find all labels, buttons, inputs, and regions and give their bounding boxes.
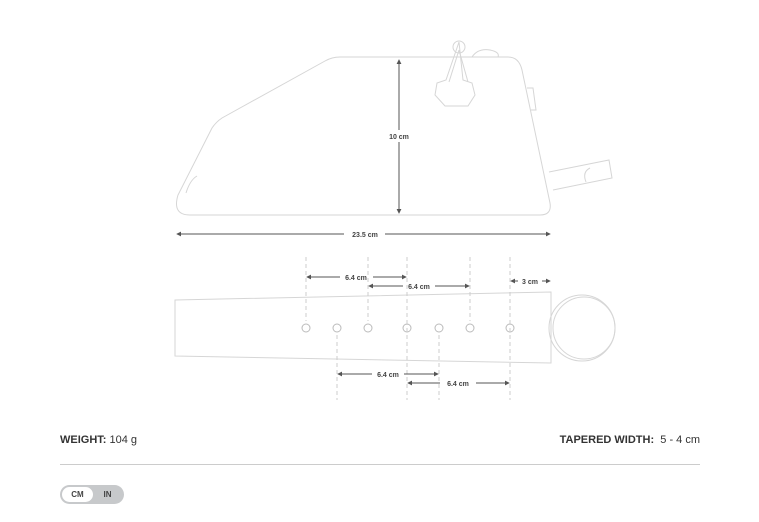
width-label: TAPERED WIDTH: (559, 434, 655, 446)
strap-hole (434, 323, 444, 333)
bag-side-view (176, 40, 613, 216)
strap-hole (332, 323, 342, 333)
spacing-label: 6.4 cm (447, 381, 469, 388)
divider (60, 464, 700, 465)
width-spec: TAPERED WIDTH: 5 - 4 cm (560, 434, 700, 446)
strap-holes (301, 323, 515, 333)
end-label: 3 cm (522, 279, 538, 286)
strap-hole (301, 323, 311, 333)
unit-option-cm[interactable]: CM (62, 487, 93, 502)
height-label: 10 cm (389, 134, 409, 141)
spacing-label: 6.4 cm (345, 275, 367, 282)
spacing-label: 6.4 cm (377, 372, 399, 379)
strap-hole (363, 323, 373, 333)
spacing-label: 6.4 cm (408, 284, 430, 291)
strap-top-view (174, 291, 616, 364)
weight-label: WEIGHT: (60, 434, 107, 446)
strap-hole (465, 323, 475, 333)
unit-option-in[interactable]: IN (103, 490, 112, 499)
weight-spec: WEIGHT: 104 g (60, 434, 137, 446)
unit-toggle[interactable]: CM IN (60, 485, 124, 504)
weight-value: 104 g (109, 434, 138, 446)
spacing-arrows (306, 274, 551, 386)
guide-lines (305, 257, 511, 400)
width-value: 5 - 4 cm (660, 434, 700, 446)
length-label: 23.5 cm (352, 232, 378, 239)
